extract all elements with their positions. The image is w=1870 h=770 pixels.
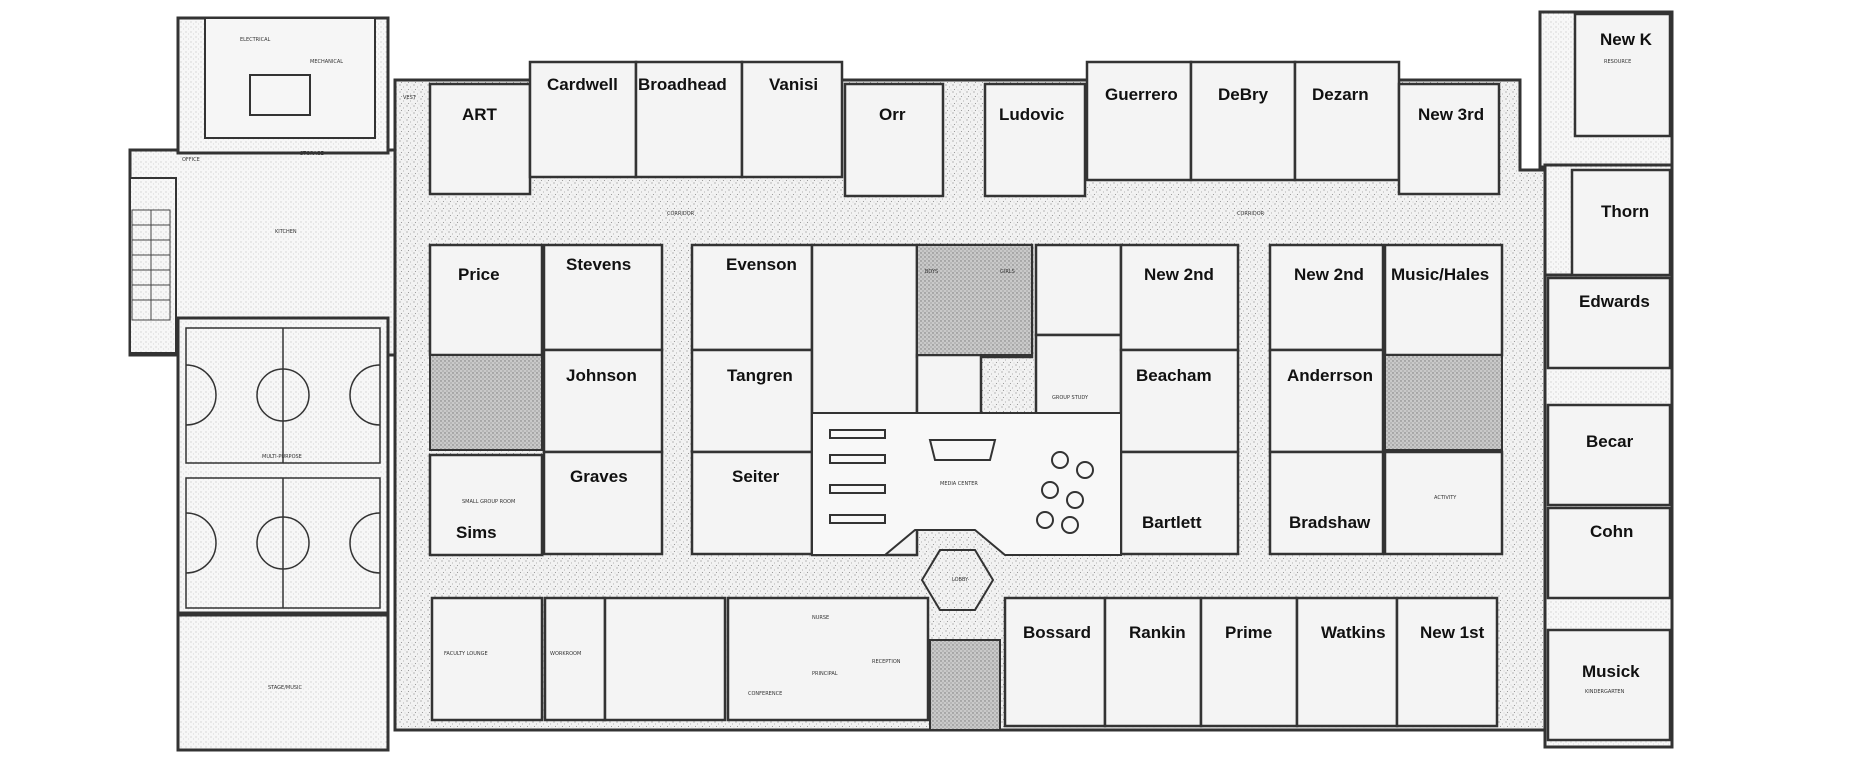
label-corridor-top-right: CORRIDOR — [1237, 211, 1265, 217]
room-beacham: Beacham — [1136, 366, 1212, 385]
label-kindergarten: KINDERGARTEN — [1585, 689, 1625, 695]
room-new-3rd: New 3rd — [1418, 105, 1485, 124]
room-prime: Prime — [1225, 623, 1273, 642]
room-bossard: Bossard — [1023, 623, 1092, 642]
label-resource: RESOURCE — [1604, 59, 1632, 65]
label-office: OFFICE — [182, 157, 200, 163]
top-classrooms — [428, 60, 1501, 198]
room-guerrero: Guerrero — [1105, 85, 1178, 104]
label-media-center: MEDIA CENTER — [940, 481, 978, 487]
room-anderrson: Anderrson — [1287, 366, 1373, 385]
label-workroom: WORKROOM — [550, 651, 582, 657]
room-new-2nd-b: New 2nd — [1294, 265, 1364, 284]
bottom-rooms — [430, 596, 1499, 728]
label-girls: GIRLS — [1000, 269, 1015, 275]
room-watkins: Watkins — [1321, 623, 1386, 642]
room-cohn: Cohn — [1590, 522, 1634, 541]
room-bradshaw: Bradshaw — [1289, 513, 1371, 532]
label-reception: RECEPTION — [872, 659, 901, 665]
room-dezarn: Dezarn — [1312, 85, 1369, 104]
room-broadhead: Broadhead — [638, 75, 727, 94]
room-art: ART — [462, 105, 497, 124]
room-new-2nd-a: New 2nd — [1144, 265, 1214, 284]
label-mechanical: MECHANICAL — [310, 59, 344, 65]
label-nurse: NURSE — [812, 615, 830, 621]
label-lobby: LOBBY — [952, 577, 969, 583]
label-storage: STORAGE — [300, 151, 324, 157]
label-principal: PRINCIPAL — [812, 671, 838, 677]
room-tangren: Tangren — [727, 366, 793, 385]
restrooms — [429, 244, 1503, 731]
room-stevens: Stevens — [566, 255, 632, 274]
room-orr: Orr — [879, 105, 906, 124]
room-new-k: New K — [1600, 30, 1652, 49]
right-wing-rooms — [1546, 12, 1672, 742]
room-musick: Musick — [1582, 662, 1640, 681]
room-seiter: Seiter — [732, 467, 780, 486]
label-stage-music: STAGE/MUSIC — [268, 685, 303, 691]
room-vanisi: Vanisi — [769, 75, 819, 94]
room-price: Price — [458, 265, 500, 284]
media-center — [811, 412, 1122, 611]
label-group-study: GROUP STUDY — [1052, 395, 1089, 401]
room-new-1st: New 1st — [1420, 623, 1485, 642]
kitchen-equipment — [131, 209, 171, 321]
label-boys: BOYS — [925, 269, 939, 275]
room-johnson: Johnson — [566, 366, 637, 385]
room-evenson: Evenson — [726, 255, 797, 274]
mechanical-rooms — [204, 17, 376, 139]
label-activity: ACTIVITY — [1434, 495, 1457, 501]
label-vest: VEST — [403, 95, 416, 101]
label-multipurpose: MULTI-PURPOSE — [262, 454, 302, 460]
room-sims: Sims — [456, 523, 497, 542]
label-small-group-room: SMALL GROUP ROOM — [462, 499, 516, 505]
room-thorn: Thorn — [1601, 202, 1650, 221]
room-debry: DeBry — [1218, 85, 1269, 104]
label-faculty-lounge: FACULTY LOUNGE — [444, 651, 488, 657]
room-becar: Becar — [1586, 432, 1634, 451]
label-electrical: ELECTRICAL — [240, 37, 271, 43]
label-corridor-top-left: CORRIDOR — [667, 211, 695, 217]
gym-courts — [185, 327, 381, 609]
room-edwards: Edwards — [1579, 292, 1650, 311]
room-rankin: Rankin — [1129, 623, 1186, 642]
room-bartlett: Bartlett — [1142, 513, 1202, 532]
room-graves: Graves — [570, 467, 628, 486]
label-conference: CONFERENCE — [748, 691, 783, 697]
room-cardwell: Cardwell — [547, 75, 618, 94]
room-ludovic: Ludovic — [999, 105, 1065, 124]
room-music-hales: Music/Hales — [1391, 265, 1490, 284]
label-kitchen: KITCHEN — [275, 229, 297, 235]
